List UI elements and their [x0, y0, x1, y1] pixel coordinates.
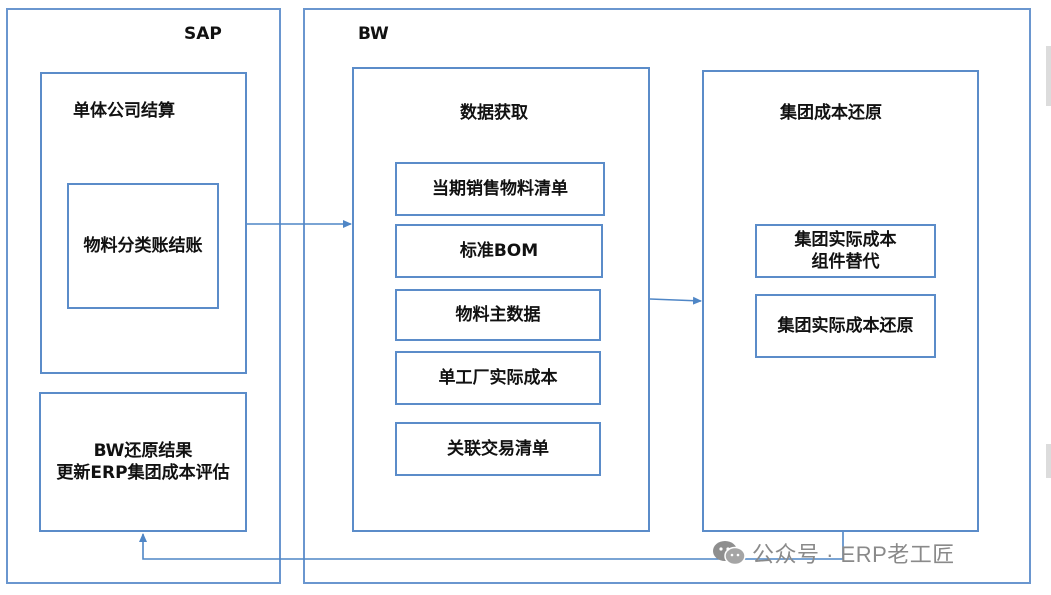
wechat-icon [713, 541, 746, 566]
group-component-substitution-line2: 组件替代 [811, 252, 880, 272]
group-actual-cost-restore-box [755, 294, 936, 358]
item-standard-bom-label: 标准BOM [459, 241, 539, 261]
update-erp-line1: BW还原结果 [93, 441, 193, 461]
sap-title: SAP [184, 24, 222, 44]
group-component-substitution-label: 集团实际成本 组件替代 [755, 224, 936, 278]
group-component-substitution-line1: 集团实际成本 [794, 230, 897, 250]
sap-frame [6, 8, 281, 584]
group-cost-title: 集团成本还原 [780, 103, 882, 123]
ledger-close-box [67, 183, 219, 309]
update-erp-line2: 更新ERP集团成本评估 [56, 463, 230, 483]
item-single-plant-cost [395, 351, 601, 405]
item-intercompany-list [395, 422, 601, 476]
entity-settlement-title: 单体公司结算 [73, 101, 175, 121]
item-single-plant-cost-label: 单工厂实际成本 [438, 368, 558, 388]
update-erp-label: BW还原结果 更新ERP集团成本评估 [39, 392, 247, 532]
group-actual-cost-restore-label: 集团实际成本还原 [777, 316, 914, 336]
bw-title: BW [358, 24, 389, 44]
group-cost-box [702, 70, 979, 532]
ledger-close-label: 物料分类账结账 [83, 236, 203, 256]
data-acquisition-box [352, 67, 650, 532]
group-component-substitution-box [755, 224, 936, 278]
item-standard-bom [395, 224, 603, 278]
watermark-text: 公众号 · ERP老工匠 [752, 542, 955, 567]
edge-mark-top [1046, 46, 1051, 106]
item-sales-material-list-label: 当期销售物料清单 [432, 179, 568, 199]
data-acquisition-title: 数据获取 [460, 103, 528, 123]
item-sales-material-list [395, 162, 605, 216]
item-intercompany-list-label: 关联交易清单 [447, 439, 549, 459]
watermark: 公众号 · ERP老工匠 [712, 536, 955, 570]
entity-settlement-box [40, 72, 247, 374]
item-material-master [395, 289, 601, 341]
update-erp-box [39, 392, 247, 532]
bw-frame [303, 8, 1031, 584]
item-material-master-label: 物料主数据 [455, 305, 541, 325]
edge-mark-bottom [1046, 444, 1051, 478]
